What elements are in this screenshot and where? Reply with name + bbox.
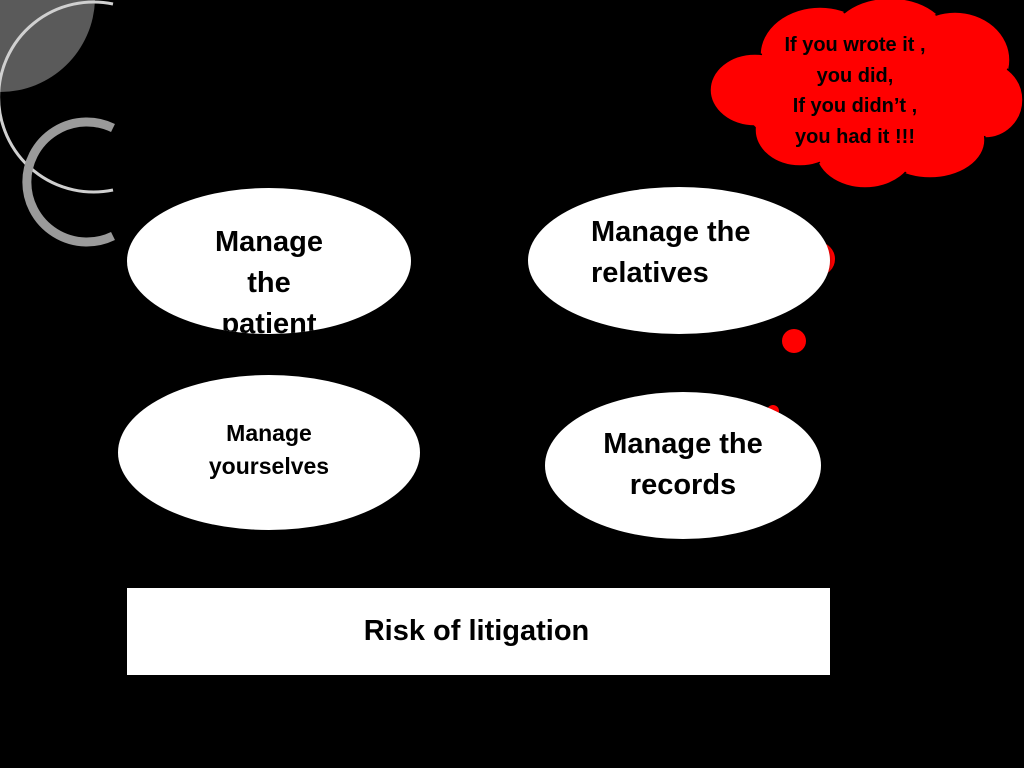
decorative-ring-large — [0, 0, 114, 194]
corner-arc-shape — [0, 0, 95, 93]
decorative-ring-small — [22, 117, 115, 247]
risk-of-litigation-box: Risk of litigation — [127, 588, 830, 675]
risk-of-litigation-label: Risk of litigation — [363, 615, 590, 647]
oval-manage-relatives-label: Manage the relatives — [591, 216, 751, 289]
oval-manage-yourselves: Manage yourselves — [118, 375, 420, 530]
callout-cloud — [709, 0, 1024, 189]
callout-text: If you wrote it , you did, If you didn’t… — [784, 34, 926, 148]
decorative-rings — [0, 0, 115, 247]
oval-manage-records-label: Manage the records — [603, 428, 763, 501]
oval-manage-patient-label: Manage the patient — [215, 226, 323, 334]
oval-manage-relatives: Manage the relatives — [528, 187, 830, 334]
oval-manage-yourselves-label: Manage yourselves — [208, 420, 330, 479]
thought-dot-medium — [782, 329, 806, 353]
oval-manage-records: Manage the records — [545, 392, 821, 539]
oval-manage-patient: Manage the patient — [127, 188, 411, 334]
